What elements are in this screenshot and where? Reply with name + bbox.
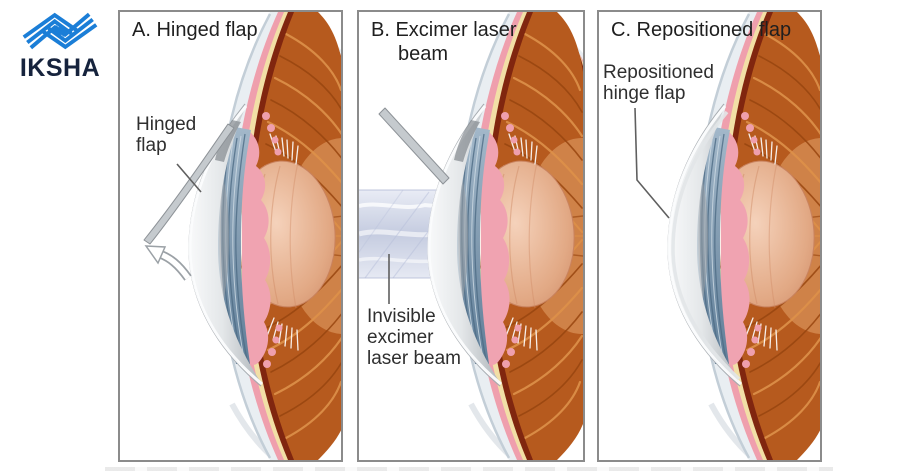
hinged-flap-shape bbox=[143, 123, 235, 245]
hinged-flap-pointer-line bbox=[176, 163, 202, 193]
flap-bed-shadow bbox=[215, 120, 241, 162]
panel-c-title: C. Repositioned flap bbox=[611, 19, 792, 41]
panel-b-excimer-laser: B. Excimer laser beam Invisible excimer … bbox=[357, 10, 585, 462]
panel-c-repositioned-flap: C. Repositioned flap Repositioned hinge … bbox=[597, 10, 822, 462]
flap-direction-arrow-icon bbox=[144, 245, 192, 281]
flap-bed-shadow bbox=[454, 120, 480, 162]
panel-a-title: A. Hinged flap bbox=[132, 19, 258, 41]
folded-back-flap-shape bbox=[378, 107, 450, 185]
repositioned-flap-seam bbox=[671, 110, 741, 381]
iksha-logo-text: IKSHA bbox=[19, 54, 101, 82]
laser-beam-label: Invisible excimer laser beam bbox=[367, 306, 461, 369]
panel-b-title: B. Excimer laser beam bbox=[371, 19, 517, 65]
panel-a-hinged-flap: A. Hinged flap Hinged flap bbox=[118, 10, 343, 462]
eye-illustration-c bbox=[634, 12, 820, 460]
repositioned-flap-pointer-line bbox=[634, 107, 670, 219]
iksha-logo-icon bbox=[22, 12, 98, 50]
cropped-caption-remnant bbox=[105, 467, 833, 471]
iksha-logo: IKSHA bbox=[8, 4, 112, 82]
eye-illustration-b bbox=[359, 12, 583, 460]
hinged-flap-label: Hinged flap bbox=[136, 114, 197, 156]
repositioned-flap-label: Repositioned hinge flap bbox=[603, 62, 714, 104]
eye-illustration-a bbox=[143, 12, 341, 460]
